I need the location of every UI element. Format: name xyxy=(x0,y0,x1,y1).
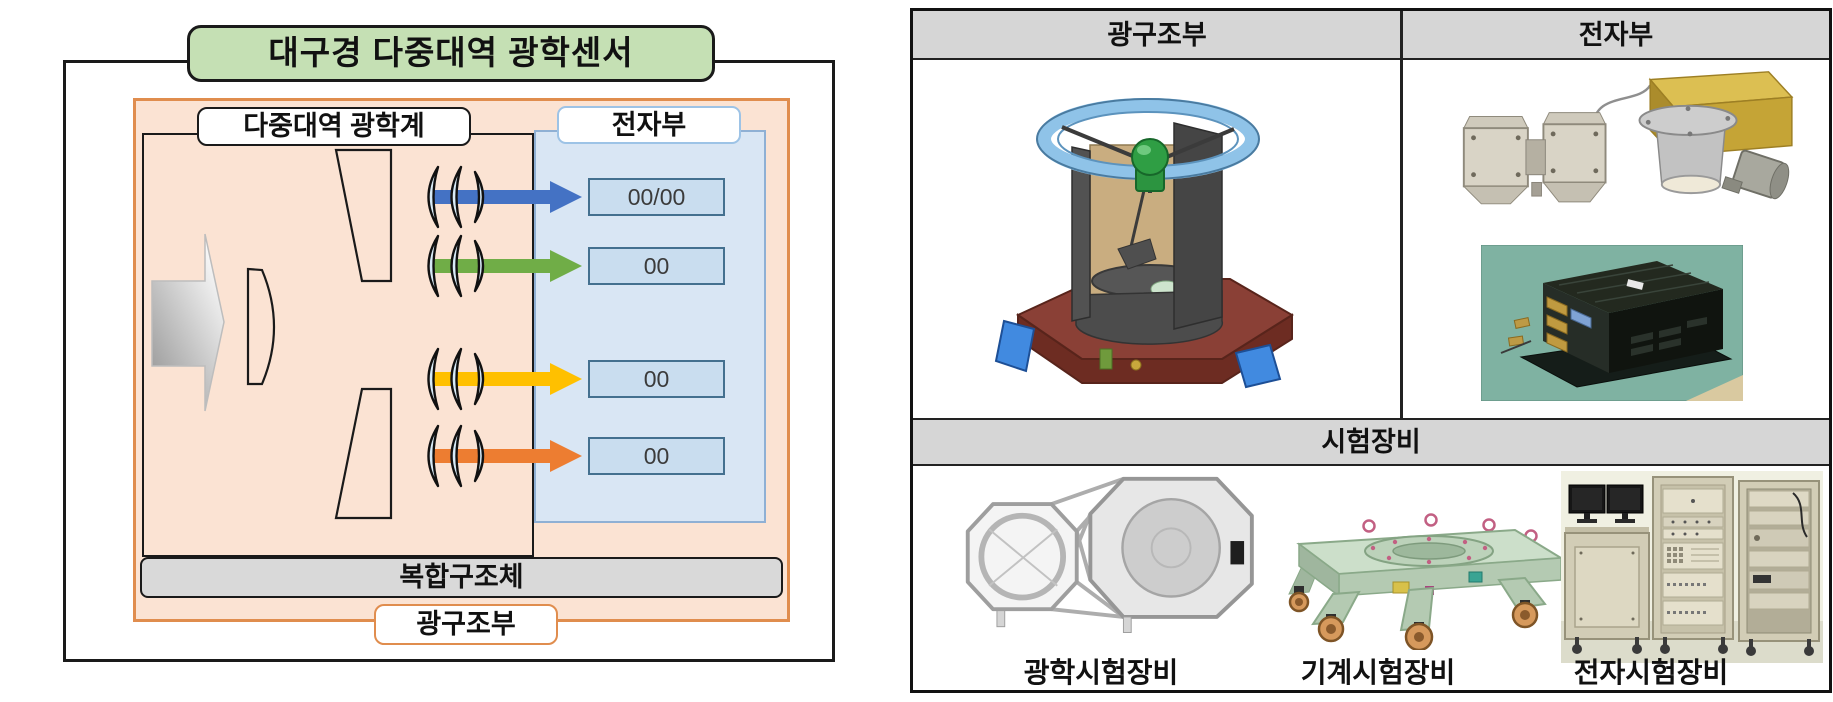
telescope-assembly-illustration xyxy=(994,98,1294,389)
electronic-test-equipment-illustration xyxy=(1561,471,1823,663)
detector-assembly-illustration xyxy=(1462,71,1794,205)
column-divider xyxy=(1400,11,1403,418)
multiband-optics-label: 다중대역 광학계 xyxy=(197,107,471,146)
mechanical-test-equipment-illustration xyxy=(1288,513,1565,650)
caption-mechanical-test-equipment: 기계시험장비 xyxy=(1300,657,1456,688)
caption-optical-test-equipment: 광학시험장비 xyxy=(1023,657,1179,688)
optics-inner-box xyxy=(142,133,534,557)
composite-structure-bar: 복합구조체 xyxy=(140,557,783,598)
signal-box-4: 00 xyxy=(588,437,725,475)
signal-box-1: 00/00 xyxy=(588,178,725,216)
diagram-title: 대구경 다중대역 광학센서 xyxy=(187,25,715,82)
optical-test-equipment-illustration xyxy=(965,476,1254,634)
header-test-equipment: 시험장비 xyxy=(913,418,1829,466)
electronics-label: 전자부 xyxy=(557,106,741,144)
electronics-box-illustration xyxy=(1481,245,1743,401)
signal-box-3: 00 xyxy=(588,360,725,398)
hardware-table: 광구조부 전자부 시험장비 xyxy=(910,8,1832,693)
header-opto-structure: 광구조부 xyxy=(1107,20,1207,51)
caption-electronic-test-equipment: 전자시험장비 xyxy=(1573,657,1729,688)
opto-structure-label: 광구조부 xyxy=(374,604,558,645)
signal-box-2: 00 xyxy=(588,247,725,285)
table-header-row xyxy=(913,11,1829,60)
header-electronics: 전자부 xyxy=(1578,20,1654,51)
